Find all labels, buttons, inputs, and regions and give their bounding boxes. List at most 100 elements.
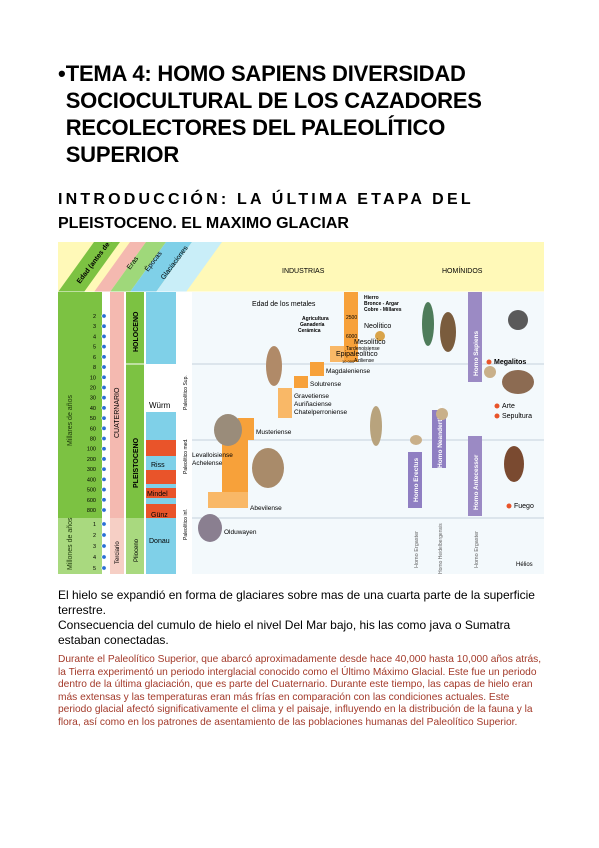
millares-tick-dot bbox=[101, 446, 107, 452]
ticks-millares: 2345681020304050608010020030040050060080… bbox=[87, 313, 107, 514]
culture-megalitos: Megalitos bbox=[494, 359, 526, 366]
millares-tick-label: 8 bbox=[93, 365, 96, 371]
ind-gravetiense: Gravetiense bbox=[294, 393, 329, 400]
bar-achelense bbox=[222, 440, 248, 492]
paleo-sup: Paleolítico Sup. bbox=[183, 375, 189, 410]
glaciation-riss: Riss bbox=[151, 462, 165, 469]
human-figure-image bbox=[504, 446, 524, 482]
tool-mousterian-image bbox=[214, 414, 242, 446]
paleo-med: Paleolítico med. bbox=[183, 438, 189, 474]
hominid-antecessor: Homo Antecessor bbox=[473, 454, 480, 510]
ind-agricultura: Agricultura bbox=[302, 316, 329, 322]
millares-tick-label: 4 bbox=[93, 334, 96, 340]
epoca-plioceno bbox=[126, 518, 144, 574]
epoca-holoceno-label: HOLOCENO bbox=[133, 311, 140, 352]
header-eras bbox=[94, 242, 146, 292]
era-cuaternario bbox=[110, 292, 124, 518]
ind-achelense: Achelense bbox=[192, 460, 223, 467]
millares-tick-label: 40 bbox=[90, 406, 96, 412]
paragraph-1: El hielo se expandió en forma de glaciar… bbox=[58, 588, 535, 617]
bar-solutrense bbox=[294, 376, 308, 388]
bar-gravetiense bbox=[278, 388, 292, 418]
header-glaciaciones bbox=[130, 242, 192, 292]
header-hominidos: HOMÍNIDOS bbox=[442, 266, 483, 275]
axis-millares-label: Millares de años bbox=[67, 395, 74, 446]
heading-title: TEMA 4: HOMO SAPIENS DIVERSIDAD SOCIOCUL… bbox=[65, 61, 482, 167]
hominid-ergaster-right: Homo Ergaster bbox=[474, 531, 480, 568]
ind-mesolitico: Mesolítico bbox=[354, 339, 386, 346]
millares-tick-label: 80 bbox=[90, 437, 96, 443]
date-2500: 2500 bbox=[346, 315, 357, 321]
header-edad bbox=[58, 242, 120, 292]
bar-abevilense bbox=[208, 492, 248, 508]
millares-tick-label: 100 bbox=[87, 447, 96, 453]
ind-ganaderia: Ganadería bbox=[300, 322, 325, 328]
credit-helios: Hélios bbox=[516, 562, 533, 568]
era-cuaternario-label: CUATERNARIO bbox=[114, 387, 121, 438]
ind-solutrense: Solutrense bbox=[310, 381, 341, 388]
millares-tick-label: 300 bbox=[87, 467, 96, 473]
millares-tick-dot bbox=[101, 323, 107, 329]
millares-tick-dot bbox=[101, 425, 107, 431]
paleo-inf: Paleolítico inf. bbox=[183, 509, 189, 540]
millares-tick-label: 20 bbox=[90, 385, 96, 391]
millones-tick-dot bbox=[101, 532, 107, 538]
millones-tick-dot bbox=[101, 543, 107, 549]
millares-tick-label: 6 bbox=[93, 355, 96, 361]
ind-chatelperroniense: Chatelperroniense bbox=[294, 409, 348, 416]
epoca-pleistoceno bbox=[126, 364, 144, 518]
glaciation-donau: Donau bbox=[149, 538, 170, 545]
hominid-neanderthalis: Homo Neanderthalis bbox=[437, 404, 444, 468]
glaciation-wurm: Würm bbox=[149, 401, 171, 410]
epoca-plioceno-label: Plioceno bbox=[134, 538, 140, 562]
axis-millones-label: Millones de años bbox=[67, 517, 74, 570]
date-10000: 10 000 bbox=[342, 359, 355, 364]
millares-tick-label: 500 bbox=[87, 488, 96, 494]
millares-tick-dot bbox=[101, 507, 107, 513]
glaciation-donau-block bbox=[146, 504, 176, 518]
ind-levalloisiense: Levalloisiense bbox=[192, 452, 233, 459]
millones-tick-label: 2 bbox=[93, 533, 96, 539]
timeline-chart: Edad (antes de nuestra era) Eras Épocas … bbox=[58, 208, 544, 574]
tool-point-image bbox=[370, 406, 382, 446]
culture-fuego: Fuego bbox=[514, 503, 534, 510]
sepultura-bullet-icon bbox=[494, 413, 500, 419]
millares-tick-label: 5 bbox=[93, 345, 96, 351]
millares-tick-dot bbox=[101, 333, 107, 339]
glaciation-mindel: Mindel bbox=[147, 491, 168, 498]
header-industrias: INDUSTRIAS bbox=[282, 268, 325, 275]
glaciation-mindel-block bbox=[146, 470, 176, 484]
millones-tick-dot bbox=[101, 554, 107, 560]
age-column-millares bbox=[58, 292, 102, 518]
ind-magdaleniense: Magdaleniense bbox=[326, 368, 370, 375]
hominid-erectus-bar bbox=[408, 452, 422, 508]
millares-tick-dot bbox=[101, 436, 107, 442]
epoca-holoceno bbox=[126, 292, 144, 364]
epoca-pleistoceno-label: PLEISTOCENO bbox=[133, 437, 140, 488]
millares-tick-dot bbox=[101, 487, 107, 493]
hominid-antecessor-bar bbox=[468, 436, 482, 516]
ind-olduwayen: Olduwayen bbox=[224, 529, 257, 536]
tool-blade-image bbox=[266, 346, 282, 386]
glaciaciones-column bbox=[146, 292, 176, 574]
millares-tick-dot bbox=[101, 466, 107, 472]
millones-tick-label: 4 bbox=[93, 555, 96, 561]
intro-heading-line2: PLEISTOCENO. EL MAXIMO GLACIAR bbox=[58, 215, 349, 232]
dot-2500 bbox=[375, 331, 385, 341]
millares-tick-dot bbox=[101, 405, 107, 411]
millares-tick-dot bbox=[101, 354, 107, 360]
era-terciario bbox=[110, 518, 124, 574]
era-terciario-label: Terciario bbox=[115, 541, 121, 564]
main-heading: • TEMA 4: HOMO SAPIENS DIVERSIDAD SOCIOC… bbox=[58, 60, 558, 168]
bar-musteriense bbox=[238, 418, 254, 440]
bar-metales bbox=[344, 292, 358, 362]
fuego-bullet-icon bbox=[506, 503, 512, 509]
millares-tick-dot bbox=[101, 456, 107, 462]
glaciation-gunz: Günz bbox=[151, 512, 168, 519]
paleolithic-column bbox=[178, 292, 190, 574]
bar-mesolitico bbox=[330, 346, 344, 362]
bar-magdaleniense bbox=[310, 362, 324, 376]
hominid-neanderthalis-bar bbox=[432, 410, 446, 468]
millares-tick-label: 200 bbox=[87, 457, 96, 463]
